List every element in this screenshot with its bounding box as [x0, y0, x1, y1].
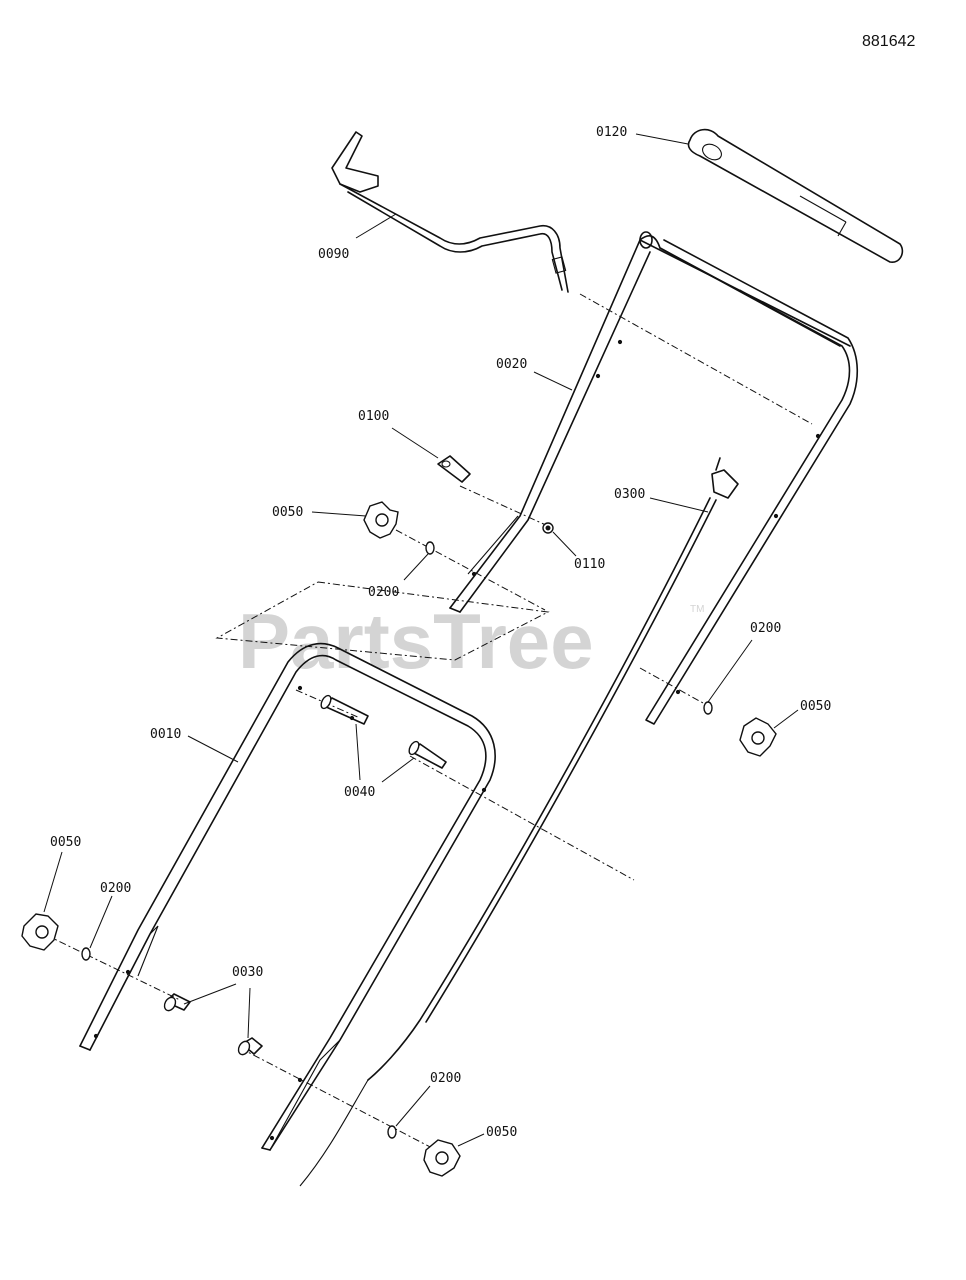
svg-text:TM: TM [690, 604, 704, 615]
washer-0200-bottom[interactable] [387, 1085, 431, 1139]
callout-0110[interactable]: 0110 [574, 557, 605, 572]
washer-0200-lower-left[interactable] [81, 895, 113, 961]
callout-labels: 0120 0090 0020 0100 0300 0050 0110 0200 … [50, 125, 831, 1140]
knob-0050-upper-left[interactable] [311, 501, 399, 539]
callout-0300[interactable]: 0300 [614, 487, 645, 502]
callout-0050-lower-left[interactable]: 0050 [50, 835, 81, 850]
callout-0200-lower-left[interactable]: 0200 [100, 881, 131, 896]
callout-0200-bottom[interactable]: 0200 [430, 1071, 461, 1086]
control-bail-0090[interactable] [331, 131, 569, 293]
nut-0110[interactable] [542, 522, 577, 557]
bolts-0040[interactable] [319, 694, 447, 783]
lower-handle-0010[interactable] [79, 642, 496, 1151]
callout-0100[interactable]: 0100 [358, 409, 389, 424]
callout-0200-upper[interactable]: 0200 [368, 585, 399, 600]
reference-number: 881642 [862, 33, 915, 50]
carriage-bolts-0030[interactable] [162, 983, 263, 1057]
knob-0050-right[interactable] [739, 709, 799, 757]
callout-0010[interactable]: 0010 [150, 727, 181, 742]
knob-0050-bottom[interactable] [423, 1133, 485, 1177]
alignment-lines [45, 293, 813, 1151]
washer-0200-right[interactable] [703, 639, 753, 715]
cable-clip-0100[interactable] [391, 427, 471, 483]
callout-0020[interactable]: 0020 [496, 357, 527, 372]
callout-0050-upper-left[interactable]: 0050 [272, 505, 303, 520]
upper-handle-0020[interactable] [449, 231, 859, 725]
callout-0040[interactable]: 0040 [344, 785, 375, 800]
svg-text:PartsTree: PartsTree [238, 597, 594, 685]
callout-0200-right[interactable]: 0200 [750, 621, 781, 636]
callout-0120[interactable]: 0120 [596, 125, 627, 140]
callout-0030[interactable]: 0030 [232, 965, 263, 980]
callout-0050-right[interactable]: 0050 [800, 699, 831, 714]
washer-0200-upper[interactable] [403, 541, 435, 581]
watermark: PartsTree TM [238, 597, 704, 685]
control-cable-0300[interactable] [299, 457, 739, 1187]
callout-0050-bottom[interactable]: 0050 [486, 1125, 517, 1140]
knob-0050-lower-left[interactable] [21, 851, 63, 951]
callout-0090[interactable]: 0090 [318, 247, 349, 262]
handle-grip-0120[interactable] [635, 128, 904, 263]
